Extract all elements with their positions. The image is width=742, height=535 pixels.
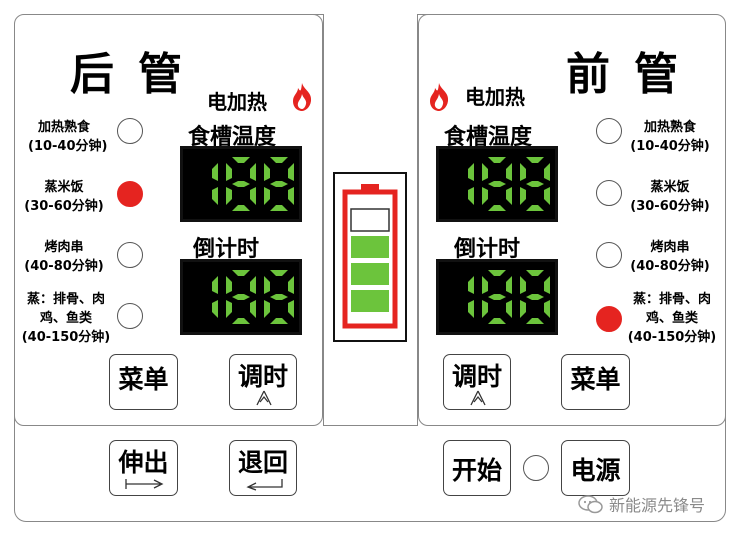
- segment-digit-2: [264, 270, 294, 324]
- rear-temp-digits: [212, 157, 294, 211]
- rear-timer-display: [180, 259, 302, 335]
- rear-title: 后管: [70, 49, 206, 100]
- segment-digit-0: [468, 163, 474, 205]
- start-button[interactable]: 开始: [443, 440, 511, 496]
- segment-digit-2: [520, 270, 550, 324]
- retract-button[interactable]: 退回: [229, 440, 297, 496]
- segment-digit-0: [468, 276, 474, 318]
- front-timer-digits: [468, 270, 550, 324]
- segment-digit-1: [226, 157, 256, 211]
- front-reheat-indicator[interactable]: [596, 118, 622, 144]
- battery-icon: [342, 184, 398, 329]
- rear-reheat-indicator[interactable]: [117, 118, 143, 144]
- front-skewers-indicator[interactable]: [596, 242, 622, 268]
- front-timer-display: [436, 259, 558, 335]
- front-flame-icon: [430, 83, 449, 111]
- rear-steam-indicator[interactable]: [117, 303, 143, 329]
- segment-digit-2: [520, 157, 550, 211]
- segment-digit-1: [482, 270, 512, 324]
- rear-adjust-time-button[interactable]: 调时: [229, 354, 297, 410]
- front-option-skewers-name: 烤肉串: [650, 240, 690, 255]
- front-rice-indicator[interactable]: [596, 180, 622, 206]
- watermark: 新能源先锋号: [578, 492, 728, 516]
- front-temp-digits: [468, 157, 550, 211]
- rear-rice-indicator[interactable]: [117, 181, 143, 207]
- rear-temp-display: [180, 146, 302, 222]
- retract-arrow-icon: [246, 479, 283, 491]
- segment-digit-1: [226, 270, 256, 324]
- front-option-reheat-time: (10-40分钟): [630, 139, 710, 154]
- battery-bar-1: [350, 208, 390, 232]
- front-option-steam: 蒸：排骨、肉 鸡、鱼类 (40-150分钟): [624, 290, 720, 347]
- extend-arrow-icon: [125, 479, 164, 489]
- front-menu-button[interactable]: 菜单: [561, 354, 630, 410]
- start-button-label: 开始: [451, 456, 502, 485]
- front-up-arrow-icon: [470, 390, 486, 406]
- extend-button[interactable]: 伸出: [109, 440, 178, 496]
- wechat-icon: [578, 495, 603, 514]
- rear-option-skewers-name: 烤肉串: [44, 240, 84, 255]
- front-temp-label: 食槽温度: [444, 125, 533, 150]
- front-steam-indicator[interactable]: [596, 306, 622, 332]
- rear-adjust-time-button-label: 调时: [237, 362, 288, 391]
- front-option-steam-name: 蒸：排骨、肉: [632, 292, 711, 307]
- front-timer-label: 倒计时: [454, 237, 521, 262]
- rear-option-skewers: 烤肉串 (40-80分钟): [22, 238, 106, 276]
- rear-option-rice: 蒸米饭 (30-60分钟): [22, 178, 106, 216]
- power-button[interactable]: 电源: [561, 440, 630, 496]
- rear-option-reheat-time: (10-40分钟): [28, 139, 108, 154]
- rear-heater-label: 电加热: [207, 90, 267, 114]
- rear-timer-label: 倒计时: [193, 237, 260, 262]
- rear-option-steam: 蒸：排骨、肉 鸡、鱼类 (40-150分钟): [18, 290, 114, 347]
- front-adjust-time-button[interactable]: 调时: [443, 354, 511, 410]
- front-option-reheat: 加热熟食 (10-40分钟): [628, 118, 712, 156]
- front-option-steam-time: (40-150分钟): [627, 330, 717, 345]
- front-option-steam-types: 鸡、鱼类: [645, 311, 698, 326]
- rear-option-skewers-time: (40-80分钟): [24, 259, 104, 274]
- segment-digit-0: [212, 163, 218, 205]
- battery-frame: [333, 172, 407, 342]
- extend-button-label: 伸出: [118, 448, 169, 477]
- rear-option-steam-time: (40-150分钟): [21, 330, 111, 345]
- front-title: 前管: [566, 49, 702, 100]
- segment-digit-1: [482, 157, 512, 211]
- battery-bar-2: [351, 236, 389, 258]
- rear-option-steam-types: 鸡、鱼类: [39, 311, 92, 326]
- rear-temp-label: 食槽温度: [188, 125, 277, 150]
- front-menu-button-label: 菜单: [570, 365, 621, 394]
- front-option-skewers-time: (40-80分钟): [630, 259, 710, 274]
- rear-menu-button[interactable]: 菜单: [109, 354, 178, 410]
- front-option-skewers: 烤肉串 (40-80分钟): [628, 238, 712, 276]
- retract-button-label: 退回: [237, 448, 288, 477]
- rear-option-rice-time: (30-60分钟): [24, 199, 104, 214]
- rear-option-reheat-name: 加热熟食: [37, 120, 90, 135]
- rear-option-steam-name: 蒸：排骨、肉: [26, 292, 105, 307]
- rear-up-arrow-icon: [256, 390, 272, 406]
- rear-flame-icon: [293, 83, 312, 111]
- power-button-label: 电源: [570, 456, 621, 485]
- battery-bar-4: [351, 290, 389, 312]
- watermark-text: 新能源先锋号: [609, 496, 706, 515]
- front-option-rice: 蒸米饭 (30-60分钟): [628, 178, 712, 216]
- segment-digit-2: [264, 157, 294, 211]
- battery-bar-3: [351, 263, 389, 285]
- rear-skewers-indicator[interactable]: [117, 242, 143, 268]
- rear-option-reheat: 加热熟食 (10-40分钟): [28, 118, 108, 156]
- front-option-rice-time: (30-60分钟): [630, 199, 710, 214]
- rear-menu-button-label: 菜单: [118, 365, 169, 394]
- front-heater-label: 电加热: [465, 85, 525, 109]
- front-option-rice-name: 蒸米饭: [650, 180, 690, 195]
- front-option-reheat-name: 加热熟食: [643, 120, 696, 135]
- segment-digit-0: [212, 276, 218, 318]
- rear-option-rice-name: 蒸米饭: [44, 180, 84, 195]
- front-temp-display: [436, 146, 558, 222]
- front-adjust-time-button-label: 调时: [451, 362, 502, 391]
- start-indicator: [523, 455, 549, 481]
- rear-timer-digits: [212, 270, 294, 324]
